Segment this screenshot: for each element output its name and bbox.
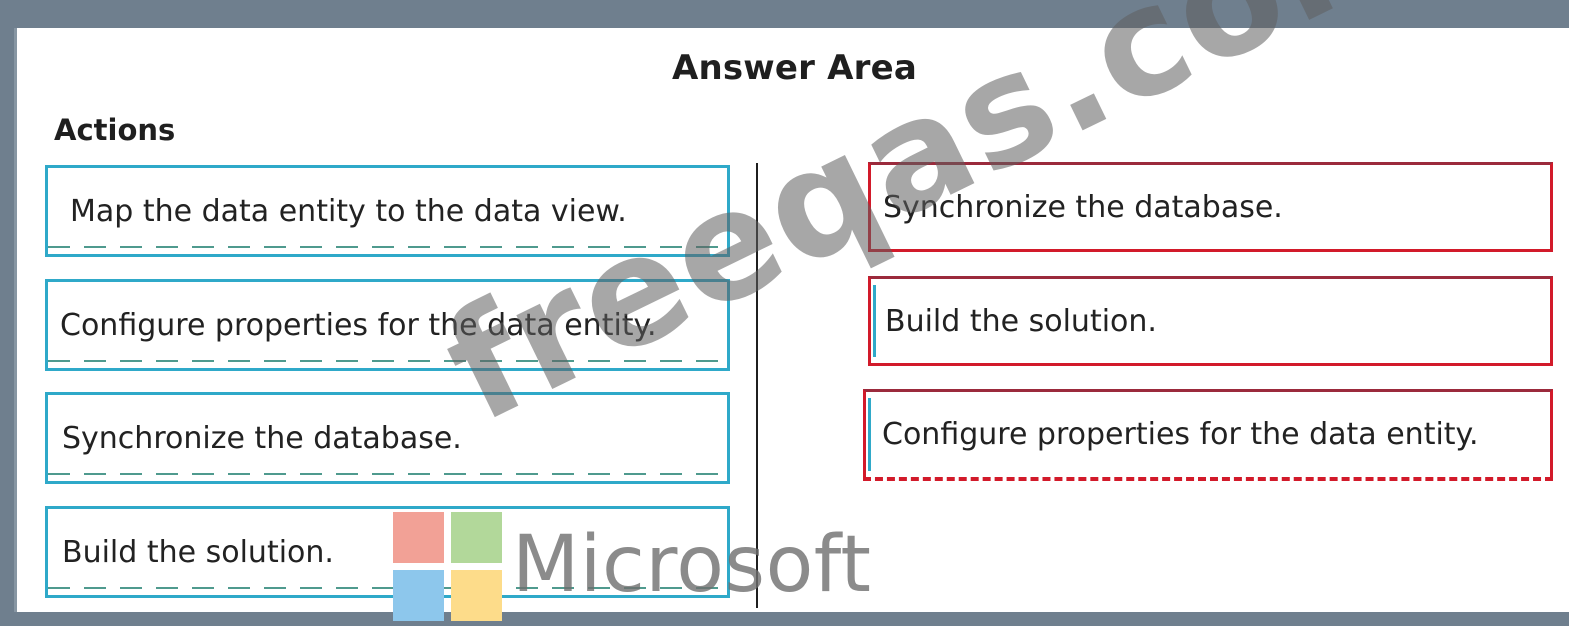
action-tile-build-solution[interactable]: Build the solution. (45, 506, 730, 598)
action-label: Build the solution. (62, 534, 334, 570)
answer-area-panel: Answer Area Actions Map the data entity … (14, 28, 1569, 612)
answer-area-title: Answer Area (671, 48, 918, 88)
answer-label: Build the solution. (885, 303, 1157, 339)
action-tile-configure-properties[interactable]: Configure properties for the data entity… (45, 279, 730, 371)
answer-slot-3[interactable]: Configure properties for the data entity… (863, 389, 1553, 481)
answer-slot-2[interactable]: Build the solution. (868, 276, 1553, 366)
actions-heading: Actions (54, 113, 176, 147)
action-tile-map-data-entity[interactable]: Map the data entity to the data view. (45, 165, 730, 257)
slot-accent-bar (873, 285, 876, 357)
column-divider (756, 163, 758, 608)
action-label: Configure properties for the data entity… (60, 307, 657, 343)
answer-slot-1[interactable]: Synchronize the database. (868, 162, 1553, 252)
action-label: Map the data entity to the data view. (70, 193, 627, 229)
answer-label: Synchronize the database. (883, 189, 1283, 225)
action-label: Synchronize the database. (62, 420, 462, 456)
slot-accent-bar (868, 398, 871, 471)
action-tile-synchronize-database[interactable]: Synchronize the database. (45, 392, 730, 484)
answer-label: Configure properties for the data entity… (882, 417, 1479, 452)
